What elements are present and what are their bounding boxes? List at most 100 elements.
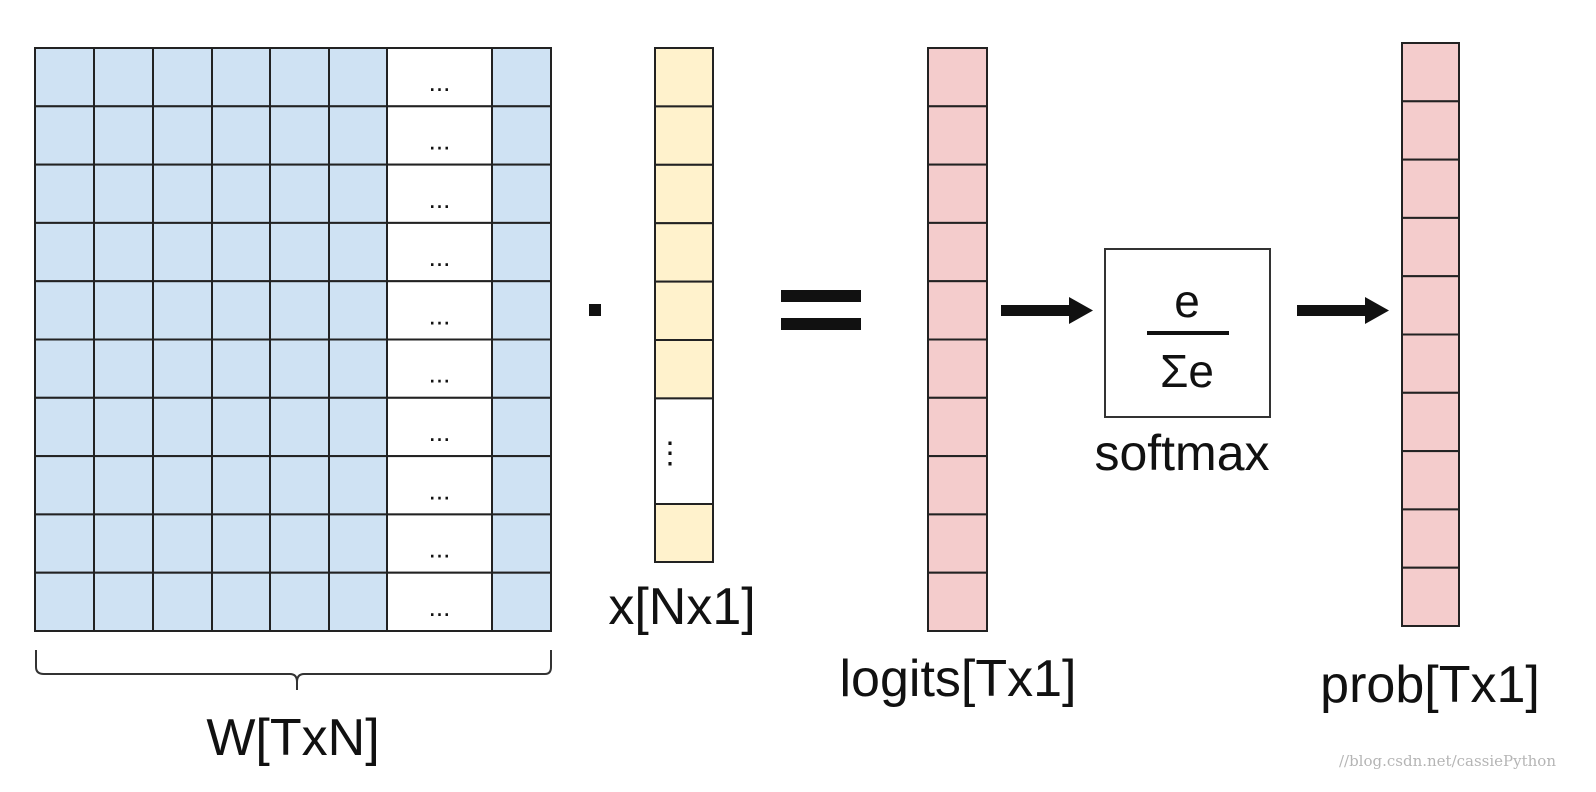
matrix-cell <box>152 396 213 458</box>
matrix-cell <box>211 163 271 224</box>
ellipsis-text: ... <box>429 300 451 330</box>
matrix-cell <box>269 571 330 633</box>
logits-cell <box>927 163 988 224</box>
matrix-cell <box>491 221 552 283</box>
matrix-cell <box>328 571 388 633</box>
matrix-cell <box>34 396 95 458</box>
matrix-cell <box>491 280 552 341</box>
matrix-cell <box>491 571 552 633</box>
matrix-cell <box>211 105 271 166</box>
matrix-cell <box>269 280 330 341</box>
prob-vector <box>1401 42 1460 628</box>
dot-operator <box>589 304 601 316</box>
ellipsis-cell <box>386 571 493 633</box>
matrix-cell <box>269 105 330 166</box>
logits-cell <box>927 280 988 341</box>
matrix-cell <box>34 338 95 399</box>
prob-cell <box>1401 100 1460 161</box>
matrix-cell <box>152 105 213 166</box>
logits-cell <box>927 47 988 108</box>
matrix-cell <box>93 163 154 224</box>
prob-cell <box>1401 42 1460 103</box>
equals-operator <box>781 290 861 330</box>
input-vector: ⋮ <box>654 47 714 563</box>
matrix-cell <box>152 338 213 399</box>
matrix-cell <box>34 455 95 516</box>
matrix-cell <box>328 163 388 224</box>
matrix-cell <box>491 163 552 224</box>
prob-cell <box>1401 216 1460 278</box>
matrix-cell <box>269 513 330 574</box>
logits-cell <box>927 338 988 399</box>
matrix-cell <box>34 47 95 108</box>
matrix-cell <box>34 105 95 166</box>
matrix-cell <box>491 47 552 108</box>
prob-cell <box>1401 566 1460 628</box>
prob-cell <box>1401 450 1460 511</box>
matrix-cell <box>93 338 154 399</box>
ellipsis-text: ... <box>429 417 451 447</box>
matrix-cell <box>34 163 95 224</box>
matrix-cell <box>491 455 552 516</box>
vector-x-cell <box>654 47 714 108</box>
softmax-denominator: Σe <box>1160 345 1214 397</box>
matrix-cell <box>328 513 388 574</box>
vector-x-label: x[Nx1] <box>608 578 755 636</box>
logits-cell <box>927 455 988 516</box>
matrix-cell <box>211 47 271 108</box>
ellipsis-cell <box>386 47 493 108</box>
arrow-right-icon <box>1001 297 1093 324</box>
ellipsis-cell <box>386 105 493 166</box>
ellipsis-text: ... <box>429 592 451 622</box>
matrix-cell <box>211 221 271 283</box>
matrix-cell <box>93 280 154 341</box>
ellipsis-text: ... <box>429 242 451 272</box>
vector-x-cell <box>654 503 714 563</box>
ellipsis-cell <box>386 338 493 399</box>
matrix-cell <box>93 47 154 108</box>
vector-x-cell <box>654 222 714 283</box>
weight-matrix: .............................. <box>34 47 552 633</box>
matrix-cell <box>328 338 388 399</box>
matrix-cell <box>328 455 388 516</box>
vector-x-cell <box>654 339 714 400</box>
ellipsis-text: ... <box>429 359 451 389</box>
matrix-cell <box>211 571 271 633</box>
matrix-cell <box>269 396 330 458</box>
vertical-ellipsis: ⋮ <box>655 437 685 470</box>
matrix-cell <box>269 338 330 399</box>
matrix-cell <box>328 396 388 458</box>
matrix-cell <box>34 513 95 574</box>
matrix-cell <box>93 571 154 633</box>
matrix-brace <box>35 650 552 690</box>
arrow-right-icon <box>1297 297 1389 324</box>
matrix-cell <box>491 338 552 399</box>
softmax-box: e Σe <box>1104 248 1271 418</box>
matrix-cell <box>269 455 330 516</box>
matrix-label: W[TxN] <box>206 709 379 767</box>
vector-x-cell <box>654 163 714 225</box>
watermark: //blog.csdn.net/cassiePython <box>1339 752 1556 770</box>
vector-x-cell <box>654 280 714 342</box>
matrix-cell <box>152 221 213 283</box>
softmax-label: softmax <box>1094 425 1269 481</box>
matrix-cell <box>34 571 95 633</box>
ellipsis-text: ... <box>429 184 451 214</box>
matrix-cell <box>93 221 154 283</box>
matrix-cell <box>93 105 154 166</box>
prob-cell <box>1401 391 1460 453</box>
matrix-cell <box>328 280 388 341</box>
matrix-cell <box>152 280 213 341</box>
logits-cell <box>927 513 988 574</box>
matrix-cell <box>34 280 95 341</box>
matrix-cell <box>269 47 330 108</box>
logits-label: logits[Tx1] <box>840 650 1077 708</box>
vector-x-gap-cell <box>654 397 714 505</box>
matrix-cell <box>211 280 271 341</box>
ellipsis-text: ... <box>429 475 451 505</box>
matrix-cell <box>328 105 388 166</box>
prob-cell <box>1401 158 1460 219</box>
vector-x-cell <box>654 105 714 166</box>
matrix-cell <box>211 513 271 574</box>
